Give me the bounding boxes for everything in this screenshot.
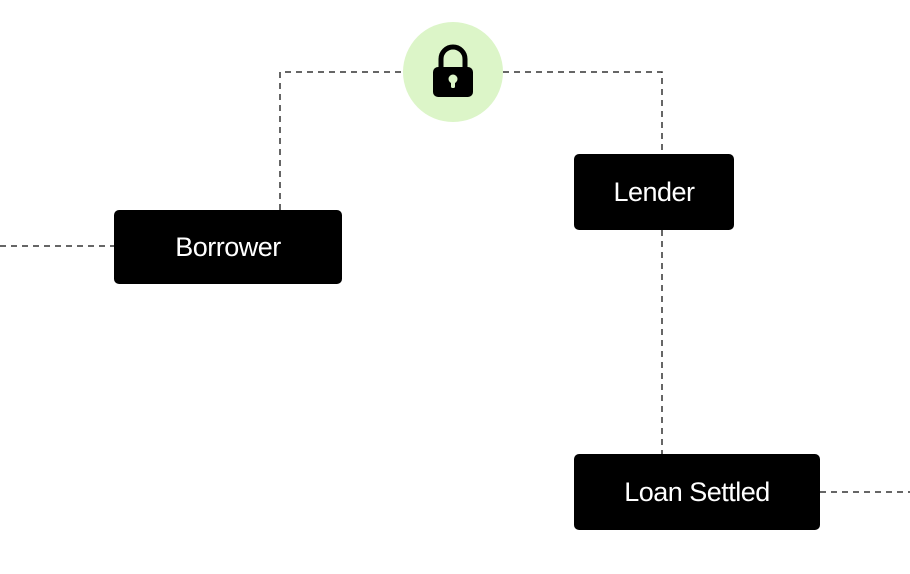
node-loan-settled: Loan Settled bbox=[574, 454, 820, 530]
node-borrower: Borrower bbox=[114, 210, 342, 284]
node-borrower-label: Borrower bbox=[175, 231, 281, 262]
lock-badge bbox=[403, 22, 503, 122]
node-lender-label: Lender bbox=[613, 176, 695, 207]
lock-icon bbox=[433, 44, 473, 97]
node-loan-settled-label: Loan Settled bbox=[624, 476, 770, 507]
connector-lock-to-lender bbox=[503, 71, 663, 154]
node-lender: Lender bbox=[574, 154, 734, 230]
connector-borrower-to-lock bbox=[279, 71, 403, 210]
